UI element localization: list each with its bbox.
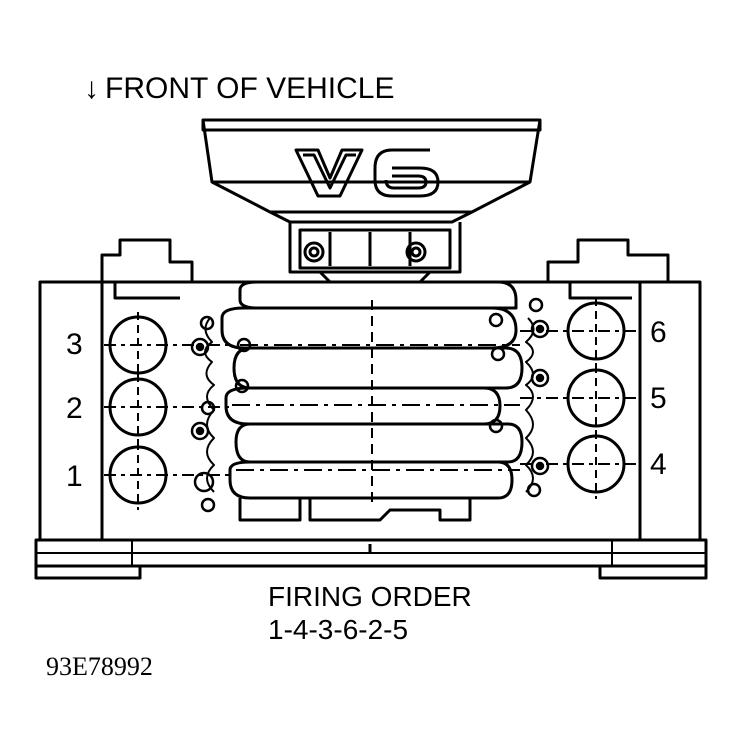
down-arrow-icon: ↓ bbox=[84, 72, 99, 105]
firing-order-title: FIRING ORDER bbox=[268, 581, 472, 612]
cylinder-number-1: 1 bbox=[66, 460, 83, 493]
cylinder-1 bbox=[104, 442, 230, 510]
intake-plenum bbox=[201, 118, 542, 284]
figure-id: 93E78992 bbox=[46, 652, 153, 681]
engine-block bbox=[34, 238, 708, 580]
cylinder-number-5: 5 bbox=[650, 382, 667, 415]
v6-logo bbox=[294, 148, 440, 198]
front-of-vehicle-label: ↓FRONT OF VEHICLE bbox=[84, 72, 394, 106]
cylinder-number-2: 2 bbox=[66, 392, 83, 425]
cylinder-6 bbox=[520, 298, 636, 366]
cylinder-4 bbox=[520, 431, 636, 499]
cylinder-number-4: 4 bbox=[650, 448, 667, 481]
cylinder-2 bbox=[104, 374, 230, 442]
cylinder-number-3: 3 bbox=[66, 328, 83, 361]
firing-order-sequence: 1-4-3-6-2-5 bbox=[268, 614, 409, 645]
cylinder-5 bbox=[520, 365, 636, 433]
intake-runners bbox=[204, 280, 535, 522]
cylinder-3 bbox=[104, 312, 230, 380]
front-label-text: FRONT OF VEHICLE bbox=[105, 72, 395, 105]
cylinder-number-6: 6 bbox=[650, 316, 667, 349]
